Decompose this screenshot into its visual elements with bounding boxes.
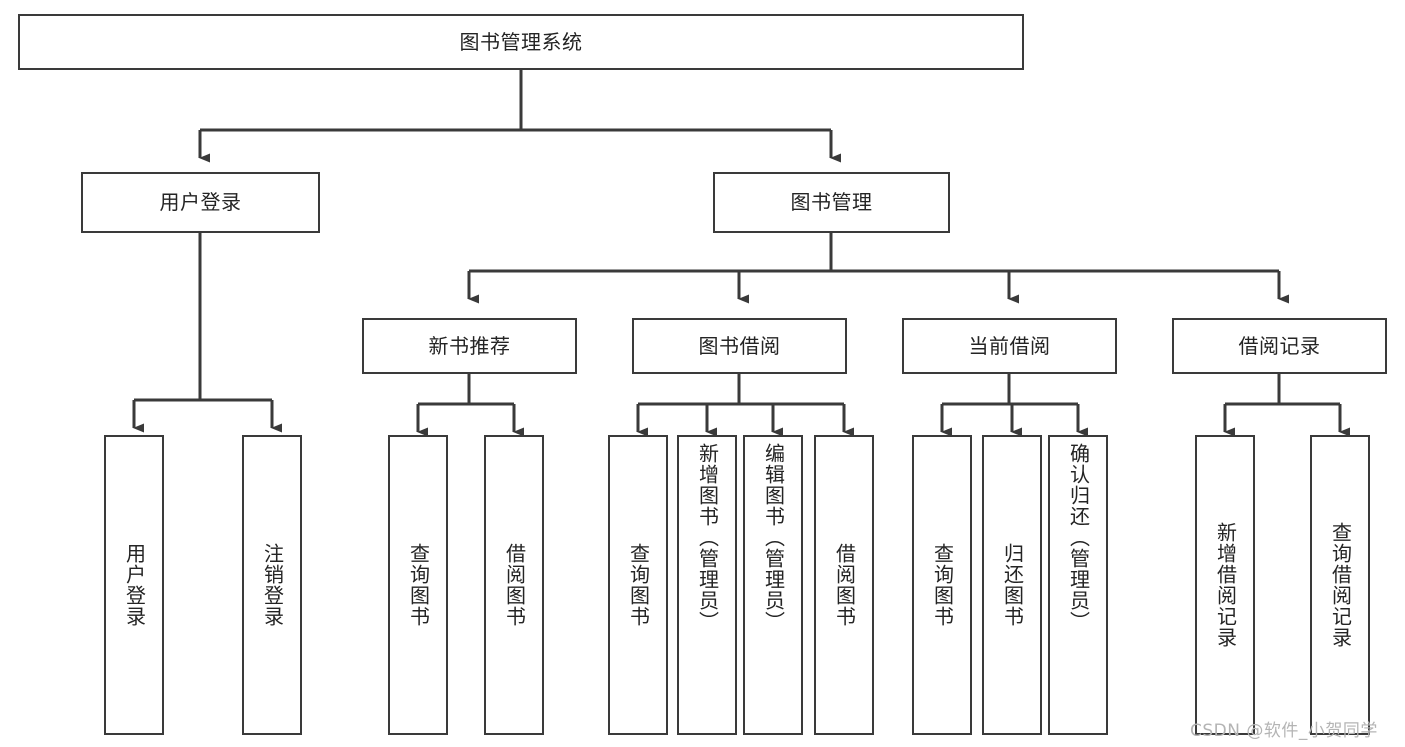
node-leaf-add-book-label: 新增图书（管理员）: [695, 443, 720, 632]
node-leaf-query-book-3[interactable]: 查询图书: [912, 435, 972, 735]
node-leaf-edit-book-label: 编辑图书（管理员）: [761, 443, 786, 632]
node-leaf-confirm-return[interactable]: 确认归还（管理员）: [1048, 435, 1108, 735]
node-leaf-user-login-label: 用户登录: [122, 543, 147, 627]
node-book-borrow[interactable]: 图书借阅: [632, 318, 847, 374]
node-leaf-query-book-3-label: 查询图书: [930, 543, 955, 627]
node-user-login-label: 用户登录: [159, 190, 242, 214]
node-book-management-label: 图书管理: [790, 190, 873, 214]
node-root-label: 图书管理系统: [459, 29, 583, 54]
node-current-borrow[interactable]: 当前借阅: [902, 318, 1117, 374]
node-leaf-logout[interactable]: 注销登录: [242, 435, 302, 735]
node-book-management[interactable]: 图书管理: [713, 172, 950, 233]
node-leaf-query-book-1-label: 查询图书: [406, 543, 431, 627]
node-leaf-add-borrow-record[interactable]: 新增借阅记录: [1195, 435, 1255, 735]
csdn-watermark: CSDN @软件_小贺同学: [1190, 721, 1378, 741]
node-leaf-logout-label: 注销登录: [260, 543, 285, 627]
node-leaf-user-login[interactable]: 用户登录: [104, 435, 164, 735]
node-leaf-confirm-return-label: 确认归还（管理员）: [1066, 443, 1091, 632]
node-leaf-add-borrow-record-label: 新增借阅记录: [1213, 522, 1238, 648]
node-new-book-recommend[interactable]: 新书推荐: [362, 318, 577, 374]
node-leaf-query-borrow-record[interactable]: 查询借阅记录: [1310, 435, 1370, 735]
node-leaf-borrow-book-2[interactable]: 借阅图书: [814, 435, 874, 735]
node-leaf-query-borrow-record-label: 查询借阅记录: [1328, 522, 1353, 648]
node-leaf-query-book-2[interactable]: 查询图书: [608, 435, 668, 735]
node-user-login[interactable]: 用户登录: [81, 172, 320, 233]
node-leaf-return-book[interactable]: 归还图书: [982, 435, 1042, 735]
node-borrow-record[interactable]: 借阅记录: [1172, 318, 1387, 374]
node-leaf-add-book[interactable]: 新增图书（管理员）: [677, 435, 737, 735]
node-leaf-borrow-book-2-label: 借阅图书: [832, 543, 857, 627]
node-leaf-query-book-1[interactable]: 查询图书: [388, 435, 448, 735]
node-root[interactable]: 图书管理系统: [18, 14, 1024, 70]
node-leaf-borrow-book-1[interactable]: 借阅图书: [484, 435, 544, 735]
node-current-borrow-label: 当前借阅: [968, 333, 1051, 358]
node-leaf-borrow-book-1-label: 借阅图书: [502, 543, 527, 627]
node-book-borrow-label: 图书借阅: [698, 333, 781, 358]
node-leaf-return-book-label: 归还图书: [1000, 543, 1025, 627]
node-borrow-record-label: 借阅记录: [1238, 333, 1321, 358]
node-leaf-edit-book[interactable]: 编辑图书（管理员）: [743, 435, 803, 735]
node-new-book-recommend-label: 新书推荐: [428, 333, 511, 358]
node-leaf-query-book-2-label: 查询图书: [626, 543, 651, 627]
